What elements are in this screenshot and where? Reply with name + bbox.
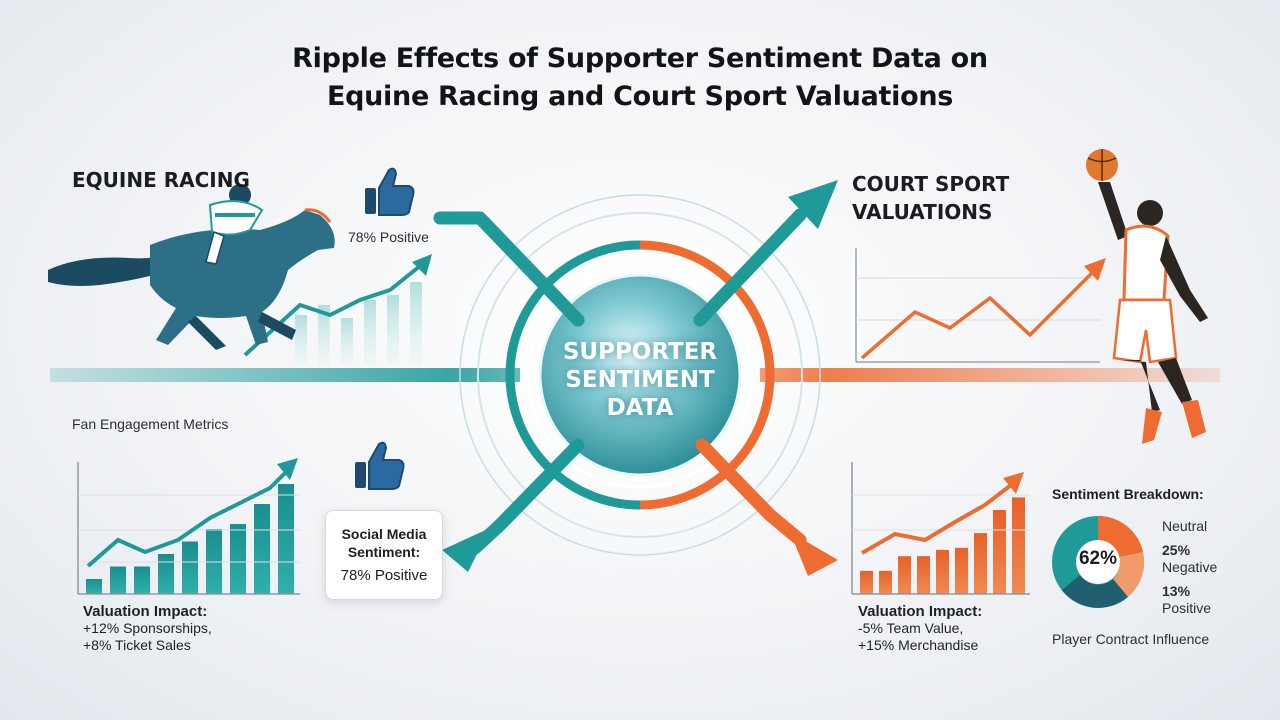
court-chart-bar <box>879 570 892 594</box>
thumbs-up-icon <box>365 167 415 216</box>
court-chart-bar <box>993 510 1006 594</box>
arrow-hub-to-merch <box>695 438 807 547</box>
court-valuation-impact: Valuation Impact: -5% Team Value, +15% M… <box>858 603 982 654</box>
court-lower-chart <box>851 462 1030 595</box>
court-impact-line-1: -5% Team Value, <box>858 620 964 636</box>
arrow-hub-to-court <box>693 208 807 327</box>
court-section-title: COURT SPORT VALUATIONS <box>852 170 1009 226</box>
outer-ring <box>459 194 821 556</box>
orange-horizontal-line <box>760 368 1220 382</box>
fan-engagement-label: Fan Engagement Metrics <box>72 416 229 432</box>
social-media-sentiment-card: Social Media Sentiment: 78% Positive <box>325 510 443 600</box>
neutral-label: Neutral <box>1162 518 1208 534</box>
equine-impact-line-2: +8% Ticket Sales <box>83 637 191 653</box>
positive-label: Positive <box>1162 600 1212 616</box>
equine-chart-bar <box>230 524 246 594</box>
court-upper-chart <box>855 248 1106 363</box>
equine-chart-bar <box>254 504 270 594</box>
page-title-line-2: Equine Racing and Court Sport Valuations <box>326 81 954 112</box>
page-title-line-1: Ripple Effects of Supporter Sentiment Da… <box>292 43 988 74</box>
court-title-line-2: VALUATIONS <box>852 200 993 224</box>
sentiment-donut <box>1052 515 1145 608</box>
player-contract-influence-label: Player Contract Influence <box>1052 631 1210 647</box>
page-title: Ripple Effects of Supporter Sentiment Da… <box>0 40 1280 116</box>
court-chart-bar <box>917 556 930 594</box>
positive-percent: 13% <box>1162 583 1191 599</box>
equine-impact-line-1: +12% Sponsorships, <box>83 620 212 636</box>
arrow-head-social <box>442 528 490 572</box>
thumbs-up-icon <box>355 441 405 490</box>
orange-ring-arc <box>639 240 775 510</box>
donut-neutral-slice <box>1098 515 1143 557</box>
inner-ring <box>526 261 754 489</box>
equine-chart-bar <box>134 566 150 594</box>
equine-chart-bar <box>110 566 126 594</box>
arrow-head-merch <box>790 532 838 576</box>
outer-ring-2 <box>477 212 803 538</box>
social-card-line-1: Social Media <box>341 526 427 542</box>
equine-lower-chart <box>77 458 300 595</box>
court-chart-bar <box>974 533 987 594</box>
equine-chart-bar <box>158 554 174 594</box>
court-chart-bar <box>898 556 911 594</box>
racehorse-illustration <box>48 184 335 350</box>
equine-valuation-impact: Valuation Impact: +12% Sponsorships, +8%… <box>83 603 212 654</box>
hub-core <box>540 275 740 475</box>
basketball-player-illustration <box>1086 149 1208 444</box>
negative-percent: 25% <box>1162 542 1191 558</box>
donut-negative-slice <box>1113 552 1145 597</box>
sentiment-breakdown-title: Sentiment Breakdown: <box>1052 486 1204 502</box>
equine-chart-bar <box>182 541 198 594</box>
equine-positive-label: 78% Positive <box>348 229 429 245</box>
court-chart-bar <box>955 547 968 594</box>
court-chart-bar <box>1012 497 1025 594</box>
court-impact-line-2: +15% Merchandise <box>858 637 979 653</box>
donut-center-percent: 62% <box>1078 548 1118 569</box>
hub-label: SUPPORTER SENTIMENT DATA <box>520 338 760 422</box>
teal-horizontal-line <box>50 368 520 382</box>
donut-dark-slice <box>1062 575 1128 608</box>
equine-upper-chart <box>243 254 432 365</box>
hub-label-line-3: DATA <box>606 395 674 421</box>
hub-core-border <box>538 273 742 477</box>
teal-ring-arc <box>505 240 641 510</box>
court-chart-bar <box>936 549 949 594</box>
social-card-line-2: Sentiment: <box>347 544 421 560</box>
equine-section-title: EQUINE RACING <box>72 168 250 192</box>
court-impact-heading: Valuation Impact: <box>858 603 983 620</box>
court-chart-bar <box>860 570 873 594</box>
social-card-value: 78% Positive <box>340 567 428 584</box>
equine-chart-bar <box>278 484 294 594</box>
court-title-line-1: COURT SPORT <box>852 172 1010 196</box>
hub-label-line-2: SENTIMENT <box>565 367 715 393</box>
hub-label-line-1: SUPPORTER <box>562 339 718 365</box>
equine-chart-bar <box>86 579 102 594</box>
negative-label: Negative <box>1162 559 1218 575</box>
arrow-equine-to-hub <box>433 211 585 327</box>
equine-impact-heading: Valuation Impact: <box>83 603 208 620</box>
arrow-head-court <box>788 180 838 229</box>
